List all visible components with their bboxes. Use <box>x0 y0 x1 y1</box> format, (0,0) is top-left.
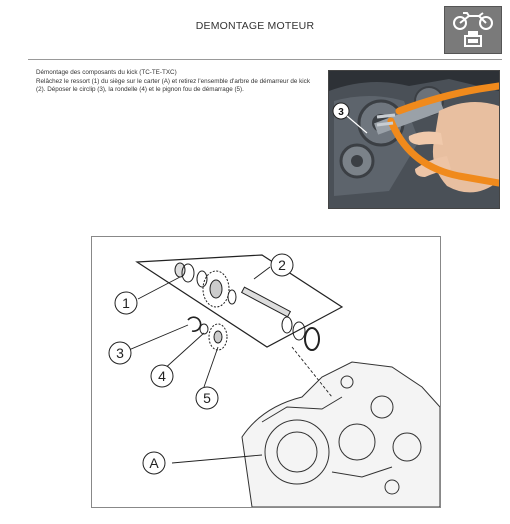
svg-text:A: A <box>149 455 159 471</box>
callout-2: 2 <box>270 253 294 277</box>
callout-5: 5 <box>195 386 219 410</box>
svg-text:3: 3 <box>116 345 124 361</box>
assembly-frame <box>135 254 344 348</box>
photo-callout-3: 3 <box>338 107 344 118</box>
section-badge <box>444 6 502 54</box>
instruction-heading: Démontage des composants du kick (TC-TE-… <box>36 69 177 76</box>
motorcycle-engine-icon <box>453 12 493 47</box>
svg-text:2: 2 <box>278 257 286 273</box>
header-divider <box>28 59 502 60</box>
svg-text:5: 5 <box>203 390 211 406</box>
callout-1: 1 <box>114 291 138 315</box>
instruction-text: Démontage des composants du kick (TC-TE-… <box>36 69 318 95</box>
callout-3: 3 <box>108 341 132 365</box>
callout-4: 4 <box>150 364 174 388</box>
svg-text:4: 4 <box>158 368 166 384</box>
page-title: DEMONTAGE MOTEUR <box>195 20 315 32</box>
kick-starter-diagram: 1 2 3 4 5 A <box>91 236 441 508</box>
callout-A: A <box>142 451 166 475</box>
instruction-paragraph: Relâchez le ressort (1) du siège sur le … <box>36 77 310 94</box>
svg-text:1: 1 <box>122 295 130 311</box>
engine-photo: 3 <box>328 70 500 209</box>
